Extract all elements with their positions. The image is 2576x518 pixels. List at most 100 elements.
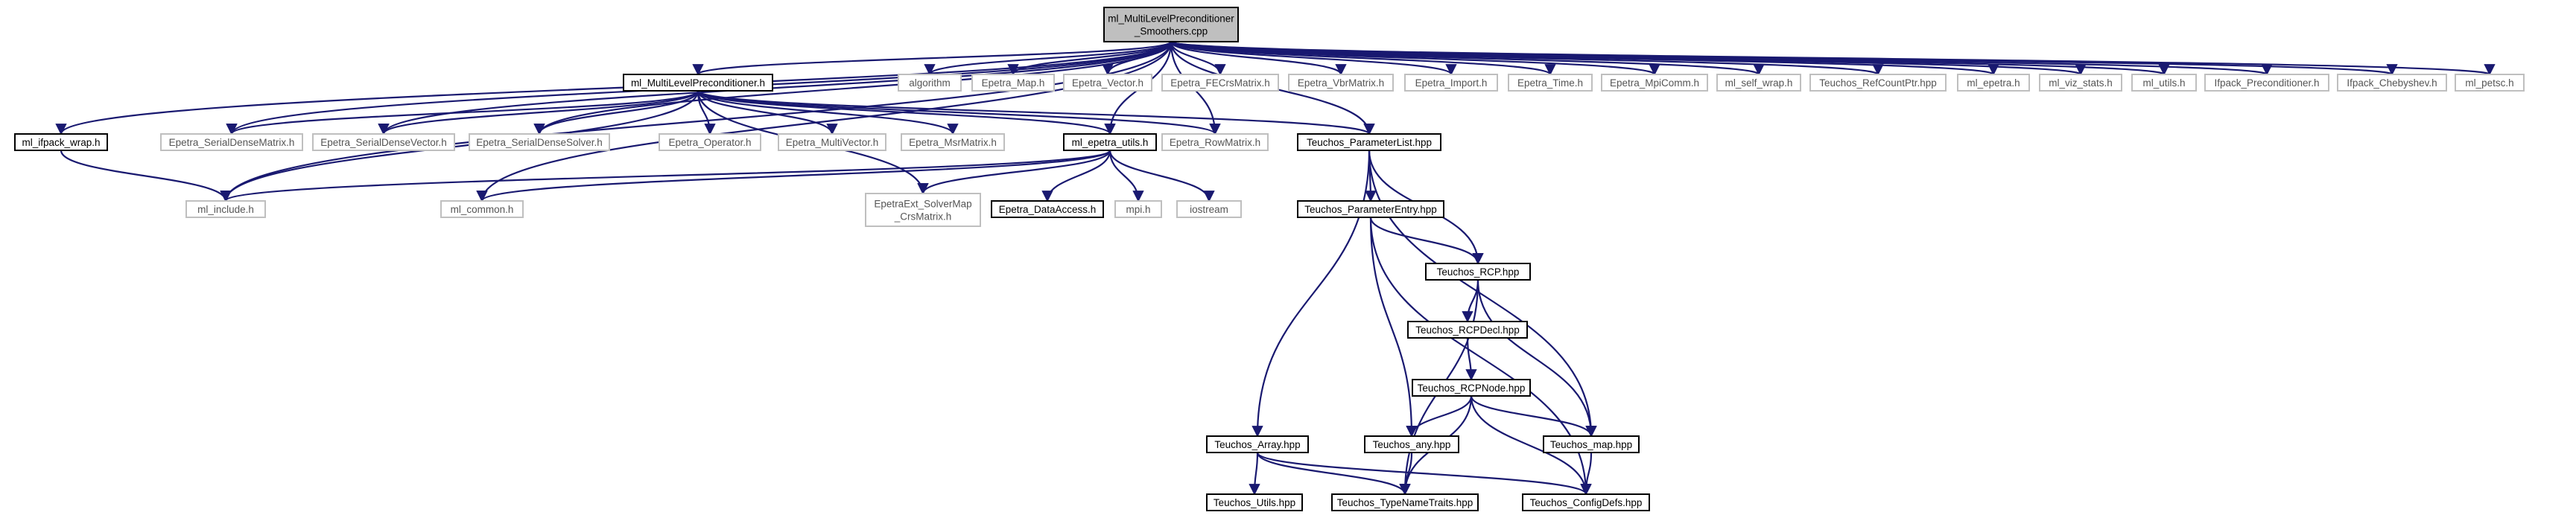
node-label: EpetraExt_SolverMap [874,199,971,210]
node-teuchos-refcount[interactable]: Teuchos_RefCountPtr.hpp [1809,74,1947,92]
node-label: ml_MultiLevelPreconditioner [1108,13,1234,25]
node-label: Ifpack_Preconditioner.h [2214,77,2319,89]
node-label: Teuchos_ParameterList.hpp [1307,137,1432,148]
node-box [898,74,962,92]
node-teuchos-rcpnode[interactable]: Teuchos_RCPNode.hpp [1412,379,1531,397]
node-ml-utils[interactable]: ml_utils.h [2131,74,2197,92]
node-epetra-fecrs[interactable]: Epetra_FECrsMatrix.h [1161,74,1279,92]
node-ifpack-prec[interactable]: Ifpack_Preconditioner.h [2204,74,2329,92]
node-ml-epetra-utils[interactable]: ml_epetra_utils.h [1063,133,1157,151]
edge-root-to-ml_common [476,41,1173,202]
node-box [1508,74,1593,92]
node-ml-mlp-h[interactable]: ml_MultiLevelPreconditioner.h [623,74,773,92]
node-label: Teuchos_RefCountPtr.hpp [1819,77,1937,89]
node-epetra-dataaccess[interactable]: Epetra_DataAccess.h [991,200,1104,218]
node-algorithm[interactable]: algorithm [898,74,962,92]
node-label: _CrsMatrix.h [894,211,952,223]
node-label: Epetra_SerialDenseVector.h [320,137,447,148]
node-label: Epetra_VbrMatrix.h [1298,77,1384,89]
edge-root-to-sd_solver [533,41,1173,135]
node-box [1297,200,1444,218]
node-label: ml_epetra_utils.h [1072,137,1149,148]
node-teuchos-configdefs[interactable]: Teuchos_ConfigDefs.hpp [1522,493,1650,511]
edge-ml_mlp_h-to-epetra_msr [697,90,959,135]
node-epetra-import[interactable]: Epetra_Import.h [1404,74,1498,92]
node-box [312,133,455,151]
node-box [1206,435,1309,453]
edge-teuchos_any-to-teuchos_typenametraits [1399,452,1413,496]
edge-ml_epetra_utils-to-epetraext_solvermap [917,150,1111,195]
node-teuchos-rcpdecl[interactable]: Teuchos_RCPDecl.hpp [1407,321,1528,339]
edge-teuchos_rcpnode-to-teuchos_any [1406,395,1473,438]
node-epetraext-solvermap[interactable]: EpetraExt_SolverMap_CrsMatrix.h [865,193,981,227]
edge-teuchos_rcp-to-teuchos_map [1476,279,1597,438]
node-label: Epetra_Time.h [1517,77,1583,89]
node-ml-ifpack-wrap[interactable]: ml_ifpack_wrap.h [14,133,108,151]
node-label: Ifpack_Chebyshev.h [2347,77,2437,89]
node-root[interactable]: ml_MultiLevelPreconditioner_Smoothers.cp… [1103,7,1239,42]
node-epetra-rowmatrix[interactable]: Epetra_RowMatrix.h [1161,133,1269,151]
node-teuchos-paramentry[interactable]: Teuchos_ParameterEntry.hpp [1297,200,1444,218]
edge-teuchos_paramentry-to-teuchos_any [1369,217,1418,438]
node-teuchos-any[interactable]: Teuchos_any.hpp [1364,435,1459,453]
node-label: Epetra_Operator.h [668,137,751,148]
node-mpi-h[interactable]: mpi.h [1114,200,1162,218]
edge-teuchos_rcpnode-to-teuchos_configdefs [1470,395,1592,496]
node-label: ml_include.h [197,204,254,215]
node-iostream[interactable]: iostream [1176,200,1242,218]
node-box [1297,133,1441,151]
node-box [1716,74,1801,92]
node-ml-self-wrap[interactable]: ml_self_wrap.h [1716,74,1801,92]
node-ml-include[interactable]: ml_include.h [185,200,266,218]
node-label: Epetra_Map.h [982,77,1045,89]
node-teuchos-paramlist[interactable]: Teuchos_ParameterList.hpp [1297,133,1441,151]
node-box [1063,133,1157,151]
edge-root-to-algorithm [924,41,1173,76]
node-box [1601,74,1708,92]
node-box [1522,493,1650,511]
node-box [160,133,303,151]
node-box [865,193,981,227]
node-epetra-mpicomm[interactable]: Epetra_MpiComm.h [1601,74,1708,92]
edge-ml_mlp_h-to-sd_solver [533,90,699,135]
node-label: algorithm [909,77,951,89]
node-ifpack-cheb[interactable]: Ifpack_Chebyshev.h [2337,74,2447,92]
node-ml-common[interactable]: ml_common.h [440,200,524,218]
node-ml-viz-stats[interactable]: ml_viz_stats.h [2039,74,2122,92]
node-box [659,133,761,151]
node-teuchos-utils[interactable]: Teuchos_Utils.hpp [1206,493,1303,511]
edge-root-to-epetra_vbr [1170,41,1347,76]
node-sd-vector[interactable]: Epetra_SerialDenseVector.h [312,133,455,151]
node-label: Epetra_MultiVector.h [786,137,879,148]
node-sd-matrix[interactable]: Epetra_SerialDenseMatrix.h [160,133,303,151]
node-epetra-map[interactable]: Epetra_Map.h [971,74,1055,92]
node-ml-epetra[interactable]: ml_epetra.h [1957,74,2030,92]
node-epetra-msr[interactable]: Epetra_MsrMatrix.h [901,133,1005,151]
node-teuchos-map[interactable]: Teuchos_map.hpp [1543,435,1640,453]
node-label: Teuchos_RCPDecl.hpp [1415,324,1520,336]
node-teuchos-typenametraits[interactable]: Teuchos_TypeNameTraits.hpp [1331,493,1479,511]
node-epetra-vector[interactable]: Epetra_Vector.h [1063,74,1152,92]
node-label: Teuchos_Utils.hpp [1214,497,1295,508]
node-epetra-multivector[interactable]: Epetra_MultiVector.h [778,133,886,151]
node-epetra-operator[interactable]: Epetra_Operator.h [659,133,761,151]
node-box [623,74,773,92]
node-teuchos-array[interactable]: Teuchos_Array.hpp [1206,435,1309,453]
node-label: ml_self_wrap.h [1725,77,1793,89]
node-box [1176,200,1242,218]
node-ml-petsc[interactable]: ml_petsc.h [2455,74,2525,92]
node-teuchos-rcp[interactable]: Teuchos_RCP.hpp [1425,263,1531,281]
node-label: Teuchos_RCP.hpp [1437,266,1520,278]
node-label: Epetra_SerialDenseMatrix.h [169,137,295,148]
edge-root-to-ml_petsc [1170,40,2495,76]
node-label: mpi.h [1126,204,1150,215]
node-sd-solver[interactable]: Epetra_SerialDenseSolver.h [469,133,610,151]
node-box [1425,263,1531,281]
node-box [971,74,1055,92]
node-label: Epetra_Vector.h [1072,77,1143,89]
node-epetra-vbr[interactable]: Epetra_VbrMatrix.h [1288,74,1394,92]
node-epetra-time[interactable]: Epetra_Time.h [1508,74,1593,92]
node-box [185,200,266,218]
node-box [2455,74,2525,92]
edge-ml_epetra_utils-to-iostream [1108,150,1215,202]
